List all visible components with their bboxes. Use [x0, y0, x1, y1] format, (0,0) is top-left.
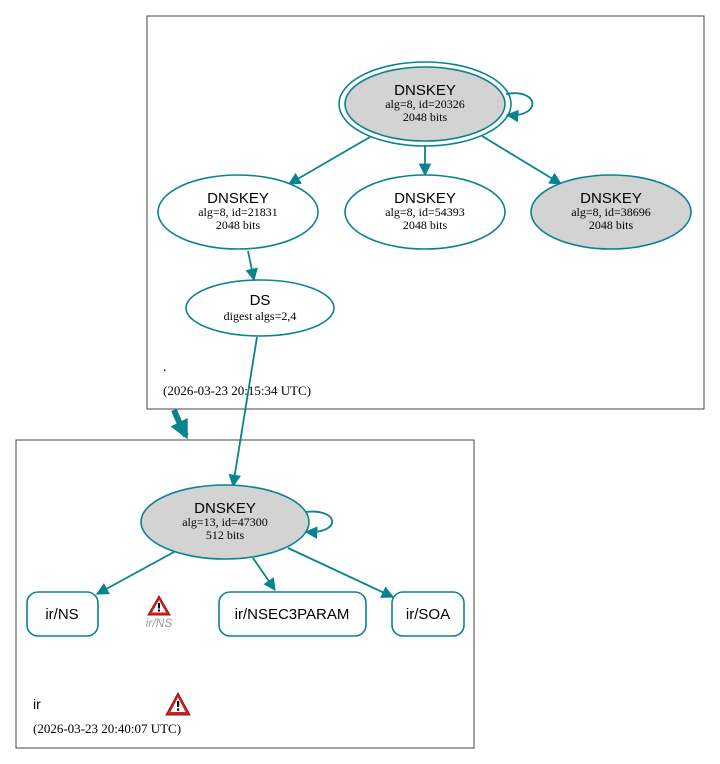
node-title: ir/NSEC3PARAM: [235, 606, 350, 623]
edge-irkey-to-nsec3param: [252, 557, 276, 592]
node-title: DNSKEY: [207, 190, 269, 207]
node-ir-nsec3param[interactable]: ir/NSEC3PARAM: [218, 591, 367, 637]
warning-icon: [147, 595, 171, 616]
node-detail: 2048 bits: [216, 218, 261, 232]
node-title: DNSKEY: [194, 500, 256, 517]
edge-irkey-to-ns: [95, 551, 175, 595]
node-root-ksk-38696[interactable]: DNSKEY alg=8, id=38696 2048 bits: [530, 174, 692, 250]
node-ir-soa[interactable]: ir/SOA: [391, 591, 465, 637]
warning-icon[interactable]: [165, 691, 191, 716]
edge-ksk-to-zsk1: [287, 136, 371, 185]
node-ir-dnskey[interactable]: DNSKEY alg=13, id=47300 512 bits: [140, 484, 310, 560]
node-ds[interactable]: DS digest algs=2,4: [185, 279, 335, 337]
node-detail: 2048 bits: [403, 110, 448, 124]
node-detail: 2048 bits: [589, 218, 634, 232]
node-title: DNSKEY: [580, 190, 642, 207]
node-title: ir/SOA: [406, 606, 450, 623]
node-root-zsk-54393[interactable]: DNSKEY alg=8, id=54393 2048 bits: [344, 174, 506, 250]
edge-irkey-to-soa: [287, 547, 395, 598]
edge-ksk-to-ksk2: [481, 135, 563, 185]
zone-root-name: .: [163, 360, 167, 375]
node-detail: digest algs=2,4: [224, 309, 297, 323]
node-detail: alg=8, id=20326: [385, 97, 465, 111]
node-detail: alg=8, id=54393: [385, 205, 465, 219]
node-title: ir/NS: [45, 606, 78, 623]
edge-irkey-self: [304, 510, 333, 539]
node-ir-ns-warning[interactable]: ir/NS: [146, 595, 173, 630]
zone-ir-box: [15, 439, 475, 749]
edge-ksk-self: [505, 92, 534, 123]
node-detail: alg=8, id=21831: [198, 205, 278, 219]
node-detail: alg=8, id=38696: [571, 205, 651, 219]
node-detail: alg=13, id=47300: [182, 515, 268, 529]
edge-ds-to-irkey: [228, 336, 258, 488]
node-detail: 512 bits: [206, 528, 245, 542]
node-detail: 2048 bits: [403, 218, 448, 232]
node-title: DNSKEY: [394, 82, 456, 99]
zone-ir-name: ir: [33, 696, 41, 712]
edge-zsk1-to-ds: [245, 250, 258, 282]
node-root-zsk-21831[interactable]: DNSKEY alg=8, id=21831 2048 bits: [157, 174, 319, 250]
node-title: DS: [250, 292, 271, 309]
node-title: DNSKEY: [394, 190, 456, 207]
node-root-ksk[interactable]: DNSKEY alg=8, id=20326 2048 bits: [338, 61, 512, 147]
delegation-edge: [170, 408, 189, 440]
zone-root-box: [146, 15, 705, 410]
node-ir-ns[interactable]: ir/NS: [26, 591, 99, 637]
node-warning-label: ir/NS: [146, 616, 173, 630]
zone-root-timestamp: (2026-03-23 20:15:34 UTC): [163, 383, 311, 398]
zone-ir-timestamp: (2026-03-23 20:40:07 UTC): [33, 721, 181, 736]
